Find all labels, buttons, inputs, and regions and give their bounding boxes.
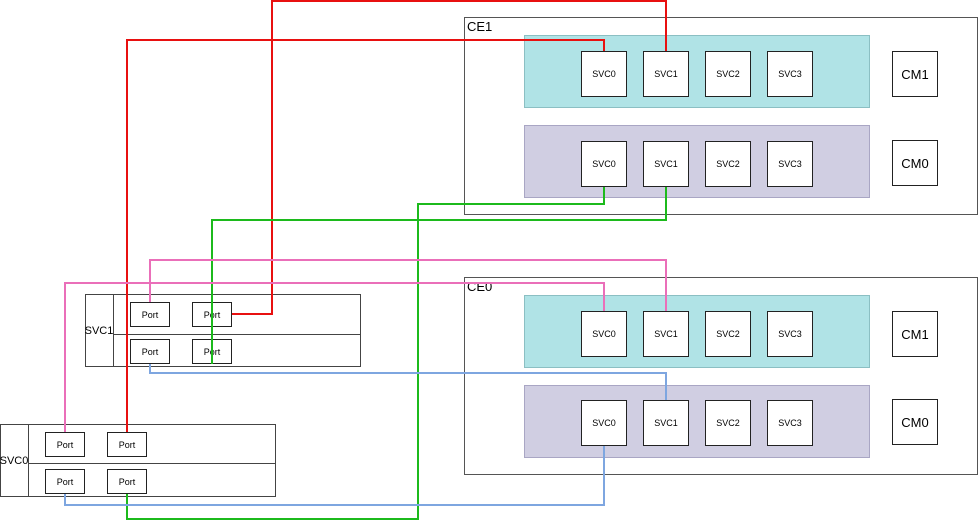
ce1-bottom-svc0[interactable]: SVC0 [581, 141, 627, 187]
ce1-purple-band [524, 125, 870, 198]
enclosure-ce1-label: CE1 [467, 19, 493, 34]
ce0-top-svc3[interactable]: SVC3 [767, 311, 813, 357]
ce0-teal-band [524, 295, 870, 368]
ce0-bottom-svc1[interactable]: SVC1 [643, 400, 689, 446]
svc1-port-2[interactable]: Port [192, 302, 232, 327]
svc0-port-4[interactable]: Port [107, 469, 147, 494]
ce0-bottom-svc3[interactable]: SVC3 [767, 400, 813, 446]
ce0-cm1[interactable]: CM1 [892, 311, 938, 357]
switch-svc0-divider [29, 463, 276, 464]
ce1-cm1[interactable]: CM1 [892, 51, 938, 97]
ce1-bottom-svc3[interactable]: SVC3 [767, 141, 813, 187]
switch-svc0-label: SVC0 [0, 424, 29, 497]
svc1-port-4[interactable]: Port [192, 339, 232, 364]
ce0-top-svc1[interactable]: SVC1 [643, 311, 689, 357]
svc1-port-1[interactable]: Port [130, 302, 170, 327]
ce1-top-svc0[interactable]: SVC0 [581, 51, 627, 97]
ce0-bottom-svc0[interactable]: SVC0 [581, 400, 627, 446]
ce0-cm0[interactable]: CM0 [892, 399, 938, 445]
ce0-bottom-svc2[interactable]: SVC2 [705, 400, 751, 446]
ce1-top-svc2[interactable]: SVC2 [705, 51, 751, 97]
ce1-teal-band [524, 35, 870, 108]
svc1-port-3[interactable]: Port [130, 339, 170, 364]
ce1-top-svc1[interactable]: SVC1 [643, 51, 689, 97]
svc0-port-1[interactable]: Port [45, 432, 85, 457]
switch-svc1-divider [114, 334, 361, 335]
svc0-port-2[interactable]: Port [107, 432, 147, 457]
ce0-top-svc0[interactable]: SVC0 [581, 311, 627, 357]
ce1-cm0[interactable]: CM0 [892, 140, 938, 186]
switch-svc1-label: SVC1 [85, 294, 114, 367]
svc0-port-3[interactable]: Port [45, 469, 85, 494]
ce0-purple-band [524, 385, 870, 458]
ce0-top-svc2[interactable]: SVC2 [705, 311, 751, 357]
ce1-bottom-svc2[interactable]: SVC2 [705, 141, 751, 187]
ce1-top-svc3[interactable]: SVC3 [767, 51, 813, 97]
enclosure-ce0-label: CE0 [467, 279, 493, 294]
ce1-bottom-svc1[interactable]: SVC1 [643, 141, 689, 187]
